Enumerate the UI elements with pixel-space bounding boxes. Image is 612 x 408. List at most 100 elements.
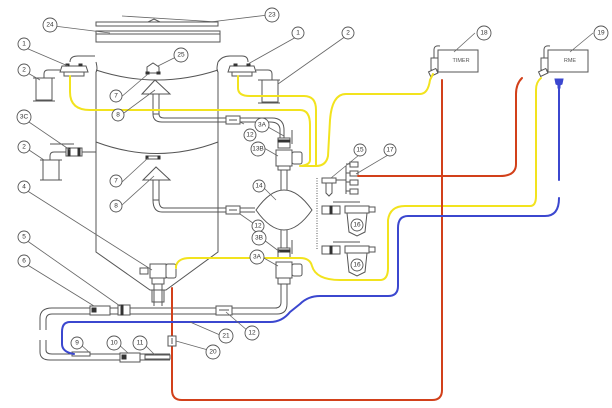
flange-7-lower: [145, 155, 161, 160]
callout-15: 15: [353, 143, 367, 157]
svg-text:21: 21: [222, 333, 230, 340]
callout-16-upper: 16: [350, 218, 364, 232]
cover-23: [95, 18, 219, 27]
svg-text:2: 2: [346, 30, 350, 37]
callout-17: 17: [383, 143, 397, 157]
timer-label: TIMER: [452, 58, 469, 64]
pinch-valve-6: [89, 305, 111, 316]
callout-9: 9: [70, 336, 84, 350]
callout-14: 14: [252, 179, 266, 193]
svg-text:16: 16: [353, 222, 361, 229]
valve-13a: [275, 261, 303, 285]
check-valve-12-lower: [215, 305, 233, 316]
svg-text:17: 17: [386, 147, 394, 154]
yellow-lines: [69, 73, 542, 281]
callout-1-right: 1: [291, 26, 305, 40]
svg-text:19: 19: [597, 30, 605, 37]
callout-3c: 3C: [16, 109, 32, 125]
valve-3c: [50, 143, 96, 157]
timer-controller-18: TIMER: [427, 45, 479, 78]
rme-controller-19: RME: [537, 45, 589, 89]
callout-23: 23: [264, 7, 280, 23]
check-valve-12-upper: [225, 115, 241, 125]
callout-13b: 13B: [250, 141, 266, 157]
silencer-2-left: [33, 69, 60, 102]
callout-10: 10: [106, 335, 122, 351]
vent-25: [145, 62, 161, 75]
callout-12-lower: 12: [244, 325, 260, 341]
callout-4: 4: [17, 180, 31, 194]
svg-text:8: 8: [114, 203, 118, 210]
svg-text:9: 9: [75, 340, 79, 347]
filter-1-right: [217, 55, 257, 77]
svg-text:3C: 3C: [20, 114, 29, 121]
rme-label: RME: [564, 58, 577, 64]
svg-text:20: 20: [209, 349, 217, 356]
svg-text:7: 7: [114, 93, 118, 100]
red-lines: [171, 77, 523, 401]
svg-text:3A: 3A: [258, 122, 267, 129]
callout-25: 25: [173, 47, 189, 63]
callout-1-left: 1: [17, 37, 31, 51]
svg-text:1: 1: [22, 41, 26, 48]
svg-text:1: 1: [296, 30, 300, 37]
svg-text:7: 7: [114, 178, 118, 185]
svg-text:4: 4: [22, 184, 26, 191]
cover-24: [95, 30, 221, 43]
callout-7-upper: 7: [109, 89, 123, 103]
vessel: [95, 61, 219, 303]
callout-6: 6: [17, 254, 31, 268]
svg-text:18: 18: [480, 30, 488, 37]
svg-text:10: 10: [110, 340, 118, 347]
deflector-cone-8-upper: [140, 79, 233, 123]
callout-7-lower: 7: [109, 174, 123, 188]
callout-19: 19: [593, 25, 609, 41]
svg-text:12: 12: [254, 223, 262, 230]
manifold-17: [336, 161, 359, 195]
svg-text:2: 2: [22, 67, 26, 74]
callout-3b: 3B: [251, 230, 267, 246]
callout-5: 5: [17, 230, 31, 244]
instrument-20: [167, 335, 177, 347]
callout-12-upper: 12: [243, 128, 257, 142]
filter-1-left: [59, 55, 95, 77]
pinch-valve-10: [119, 352, 141, 363]
svg-text:8: 8: [116, 112, 120, 119]
callout-8-upper: 8: [111, 108, 125, 122]
svg-text:24: 24: [46, 22, 54, 29]
leader-lines: [25, 14, 594, 356]
valve-13b: [275, 149, 303, 171]
check-valve-12-mid: [225, 205, 241, 215]
svg-text:14: 14: [255, 183, 263, 190]
callout-2-left: 2: [17, 63, 31, 77]
outlet-valve-4: [139, 263, 177, 306]
svg-text:2: 2: [22, 144, 26, 151]
svg-text:12: 12: [248, 330, 256, 337]
svg-text:25: 25: [177, 52, 185, 59]
callout-8-lower: 8: [109, 199, 123, 213]
valve-3b: [277, 240, 293, 259]
svg-text:3B: 3B: [255, 235, 263, 242]
svg-text:11: 11: [137, 340, 144, 347]
svg-text:15: 15: [356, 147, 364, 154]
filter-16-lower: [321, 241, 376, 277]
receiver-14: [255, 170, 313, 248]
deflector-cone-8-lower: [141, 166, 255, 213]
silencer-2-right: [256, 69, 280, 104]
silencer-2-side: [40, 151, 66, 181]
svg-text:6: 6: [22, 258, 26, 265]
hose-end-11: [144, 354, 171, 360]
svg-text:23: 23: [268, 12, 276, 19]
callout-16-lower: 16: [350, 258, 364, 272]
filter-16-upper: [321, 201, 376, 237]
svg-text:3A: 3A: [253, 254, 262, 261]
valve-3a-upper: [277, 130, 293, 149]
svg-text:13B: 13B: [252, 146, 264, 153]
callout-2-right: 2: [341, 26, 355, 40]
callout-11: 11: [132, 335, 148, 351]
callout-20: 20: [205, 344, 221, 360]
svg-text:5: 5: [22, 234, 26, 241]
svg-text:12: 12: [246, 132, 254, 139]
